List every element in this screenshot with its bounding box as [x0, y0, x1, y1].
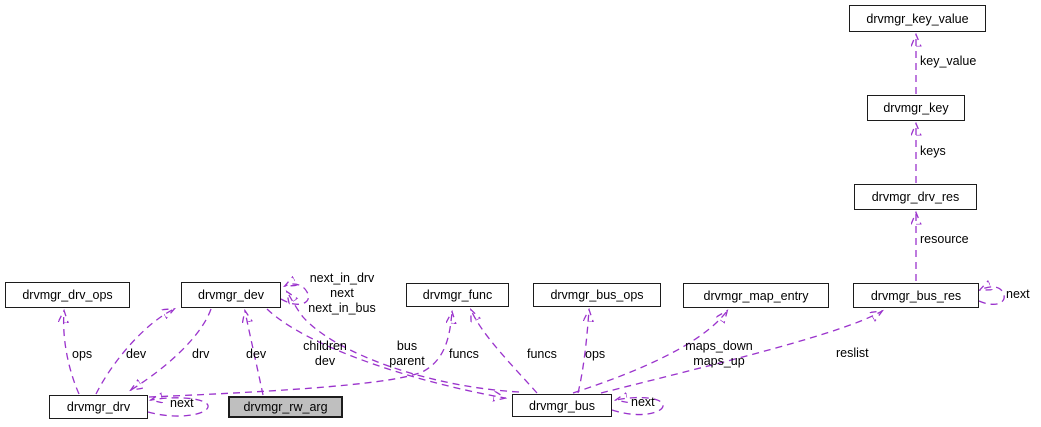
node-drvmgr-drv-ops[interactable]: drvmgr_drv_ops — [5, 282, 130, 308]
edge-drv-to-func-funcs — [148, 312, 452, 398]
edge-label-parent: parent — [389, 354, 425, 368]
edge-label-bus: bus — [396, 339, 418, 353]
edge-bus-self-next — [612, 398, 664, 416]
edge-label-maps-down: maps_down — [685, 339, 753, 353]
edge-label-resource: resource — [920, 232, 969, 246]
node-drvmgr-func[interactable]: drvmgr_func — [406, 283, 509, 307]
edge-label-bus-parent: bus parent — [377, 339, 437, 369]
edge-label-children-dev-line2: dev — [314, 354, 336, 368]
edge-label-funcs-drv: funcs — [449, 347, 479, 361]
edge-drv-to-drvops-ops — [64, 311, 80, 395]
edge-label-dev-selfloop: next_in_drv next next_in_bus — [300, 271, 384, 316]
edge-label-drv: drv — [192, 347, 210, 361]
edge-dev-self-next — [281, 284, 310, 305]
edge-label-dev-rw-arg: dev — [246, 347, 267, 361]
edge-label-children: children — [303, 339, 347, 353]
edge-bus-to-mapentry — [572, 311, 727, 394]
node-drvmgr-key[interactable]: drvmgr_key — [867, 95, 965, 121]
edge-label-dev-drv: dev — [126, 347, 147, 361]
node-drvmgr-dev[interactable]: drvmgr_dev — [181, 282, 281, 308]
edge-label-children-dev: children dev — [294, 339, 356, 369]
edge-bus-to-busops-ops — [578, 310, 589, 394]
edge-label-next-bus: next — [631, 395, 655, 409]
node-drvmgr-map-entry[interactable]: drvmgr_map_entry — [683, 283, 829, 308]
node-drvmgr-drv-res[interactable]: drvmgr_drv_res — [854, 184, 977, 210]
edge-label-keys: keys — [920, 144, 946, 158]
edge-label-next-in-bus: next_in_bus — [308, 301, 376, 315]
edge-drv-self-next — [148, 398, 209, 417]
edge-label-maps: maps_down maps_up — [674, 339, 764, 369]
edge-bus-to-dev-children — [287, 292, 520, 393]
edge-label-ops-bus: ops — [585, 347, 606, 361]
node-drvmgr-bus-res[interactable]: drvmgr_bus_res — [853, 283, 979, 308]
edge-label-next-drv: next — [170, 396, 194, 410]
edge-dev-to-drv-drv — [131, 308, 212, 390]
node-drvmgr-bus[interactable]: drvmgr_bus — [512, 394, 612, 417]
edge-label-ops-drv: ops — [72, 347, 93, 361]
edge-label-reslist: reslist — [836, 346, 869, 360]
edge-label-next-bus-res: next — [1006, 287, 1030, 301]
edge-busres-self-next — [979, 287, 1005, 305]
node-drvmgr-drv[interactable]: drvmgr_drv — [49, 395, 148, 419]
edge-label-key-value: key_value — [920, 54, 977, 68]
node-drvmgr-rw-arg: drvmgr_rw_arg — [228, 396, 343, 418]
edge-label-funcs-bus: funcs — [527, 347, 557, 361]
edge-bus-to-func-funcs — [471, 310, 538, 394]
node-drvmgr-key-value[interactable]: drvmgr_key_value — [849, 5, 986, 32]
edge-label-maps-up: maps_up — [693, 354, 745, 368]
edge-label-next-in-drv: next_in_drv — [309, 271, 375, 285]
edge-label-next: next — [330, 286, 354, 300]
edge-dev-to-bus-parent — [266, 308, 505, 398]
edge-rwarg-to-dev-dev — [245, 311, 264, 396]
node-drvmgr-bus-ops[interactable]: drvmgr_bus_ops — [533, 283, 661, 307]
